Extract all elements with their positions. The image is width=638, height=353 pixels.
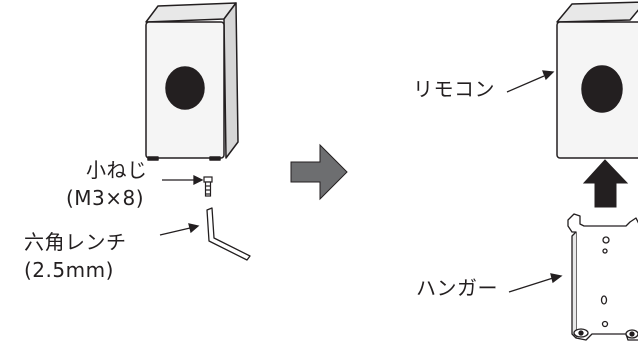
screw-shank bbox=[204, 181, 212, 197]
hanger-label: ハンガー bbox=[416, 276, 498, 300]
screw-label-size: (M3×8) bbox=[66, 186, 145, 210]
remote-right-sensor bbox=[581, 65, 623, 113]
screw-size-label: (M3×8) bbox=[66, 186, 144, 210]
remote-left-foot bbox=[147, 156, 159, 161]
remote-left-top-face bbox=[145, 2, 237, 23]
wrench-label-name: 六角レンチ bbox=[24, 230, 127, 254]
right-arrow-icon bbox=[290, 143, 348, 201]
remote-right-top-face bbox=[556, 1, 638, 23]
leader-hanger bbox=[508, 273, 563, 293]
remote-left-sensor bbox=[165, 66, 205, 110]
wrench-size-label: (2.5mm) bbox=[24, 258, 114, 282]
hex-wrench bbox=[206, 207, 251, 261]
leader-remote bbox=[506, 70, 555, 93]
wrench-label-size: (2.5mm) bbox=[24, 258, 114, 282]
screw bbox=[203, 176, 213, 197]
up-arrow-icon bbox=[582, 159, 629, 208]
hanger-bracket bbox=[567, 213, 638, 341]
remote-right bbox=[556, 1, 638, 159]
wrench-label: 六角レンチ bbox=[24, 230, 127, 254]
remote-label: リモコン bbox=[413, 77, 495, 101]
screw-head bbox=[203, 176, 213, 183]
remote-left-side-face bbox=[223, 2, 239, 159]
leader-lines-left bbox=[159, 174, 204, 236]
remote-left-foot bbox=[209, 156, 221, 161]
screw-label-name: 小ねじ bbox=[86, 158, 148, 182]
screw-label: 小ねじ bbox=[86, 158, 148, 182]
remote-left bbox=[145, 2, 239, 161]
